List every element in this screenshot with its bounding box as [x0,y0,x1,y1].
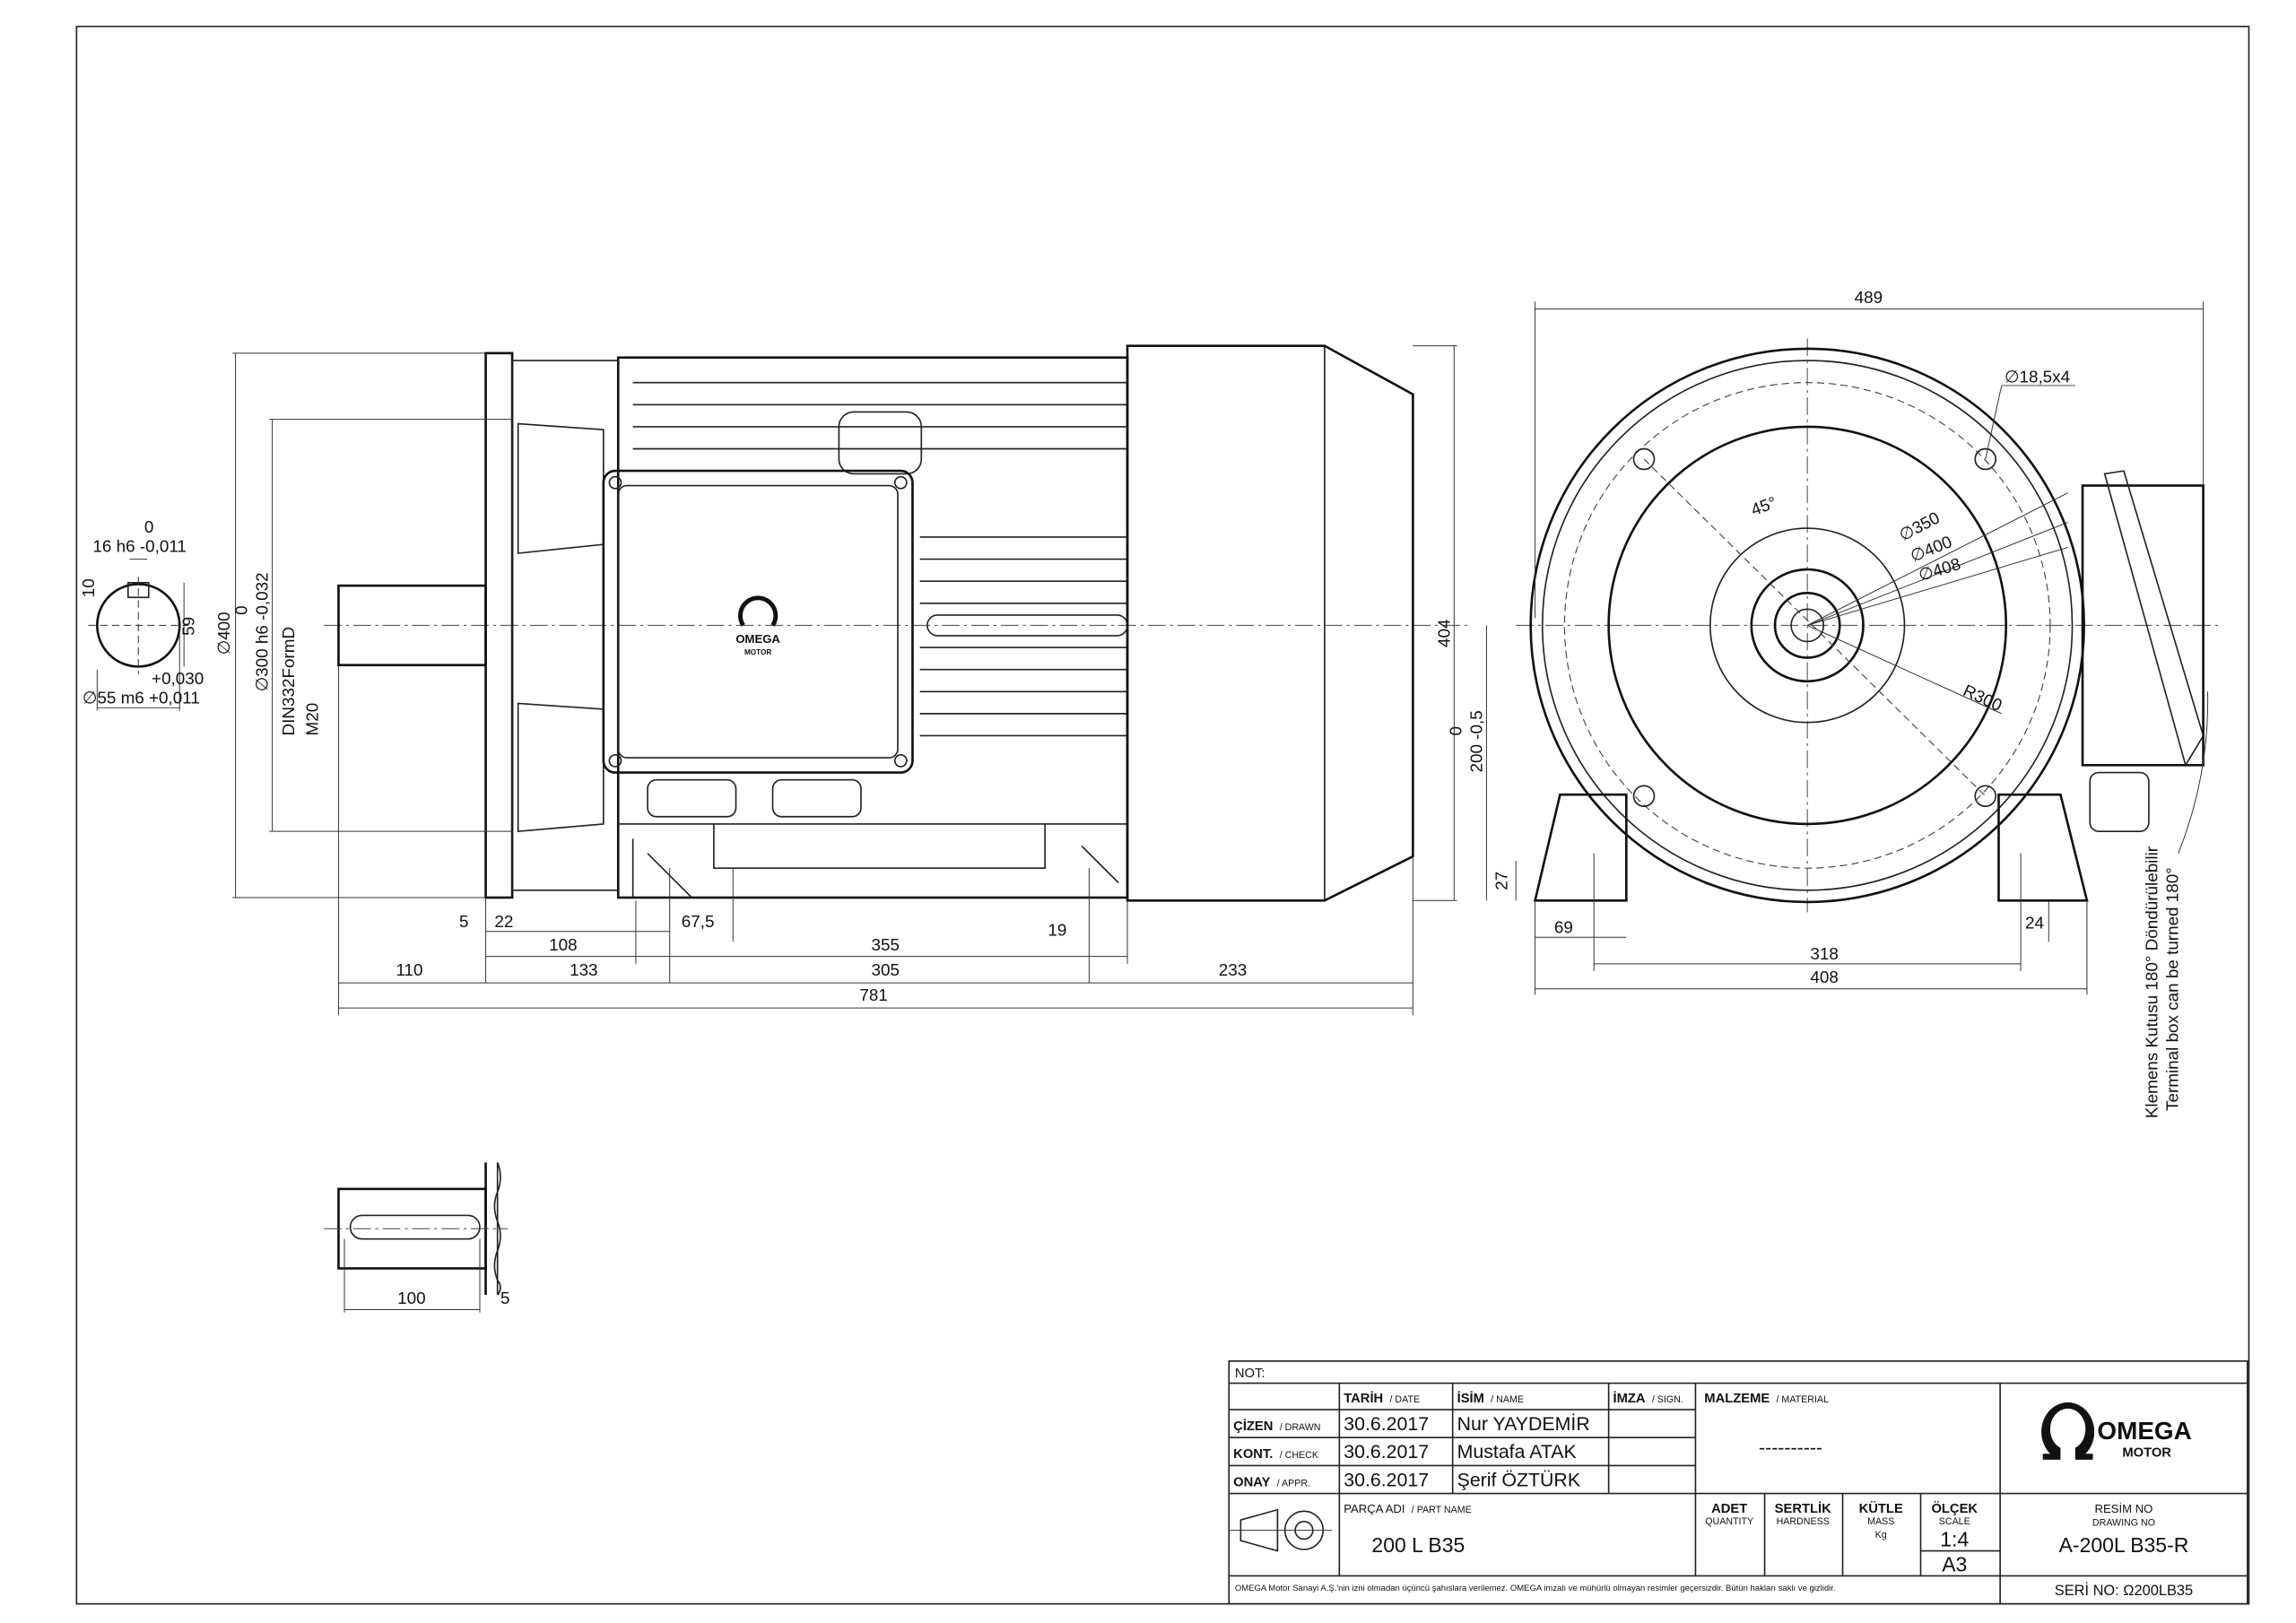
svg-text:SCALE: SCALE [1939,1516,1970,1527]
dim-305: 305 [871,960,899,979]
shaft-height-tol: 0 [1447,726,1465,736]
svg-text:ÖLÇEK: ÖLÇEK [1931,1501,1978,1516]
foot-offset: 24 [2025,913,2044,932]
dim-67-5: 67,5 [682,912,715,931]
note-label: NOT: [1235,1367,1265,1381]
dim-781: 781 [859,985,887,1004]
terminal-box [602,469,914,774]
svg-text:DRAWING NO: DRAWING NO [2092,1518,2155,1529]
bolt-holes: ∅18,5x4 [2005,368,2070,386]
dim-19: 19 [1048,921,1066,940]
key-length: 100 [397,1289,425,1307]
end-width: 489 [1855,288,1883,307]
svg-text:İMZA / SIGN.: İMZA / SIGN. [1613,1381,1683,1408]
svg-text:Kg: Kg [1875,1530,1887,1541]
spigot-diameter: ∅300 h6 -0,032 [253,572,272,691]
omega-logo: OMEGA MOTOR [2041,1402,2192,1461]
motor-end-view: 489 ∅18,5x4 45° ∅350 ∅400 ∅408 R300 69 2… [1516,288,2222,1118]
foot-width: 69 [1554,917,1573,936]
dim-108: 108 [549,935,577,954]
foot-spacing: 318 [1810,944,1838,963]
dim-5: 5 [459,912,469,931]
shaft-key-detail: 100 5 [324,1162,510,1313]
dim-133: 133 [570,960,597,979]
drawing-number: A-200L B35-R [2059,1533,2189,1557]
part-name: 200 L B35 [1371,1533,1465,1557]
dim-110: 110 [396,960,422,979]
omega-logo-small: OMEGA MOTOR [735,595,780,656]
total-height: 404 [1434,620,1453,647]
shaft-offset: 5 [500,1289,510,1307]
material-value: ---------- [1759,1436,1822,1458]
svg-text:30.6.2017: 30.6.2017 [1344,1441,1429,1462]
svg-text:MASS: MASS [1867,1516,1894,1527]
spigot-tol: 0 [232,605,251,615]
svg-text:KONT. / CHECK: KONT. / CHECK [1233,1436,1318,1463]
svg-text:KÜTLE: KÜTLE [1859,1501,1903,1516]
base-width: 408 [1810,968,1838,986]
shaft-tol: +0,030 [152,669,204,688]
svg-text:OMEGA: OMEGA [735,632,780,646]
title-block: NOT: TARİH / DATE İSİM / NAME İMZA / SIG… [1228,1360,2248,1605]
terminal-box-end [2081,484,2205,767]
projection-symbol [1229,1508,1333,1552]
motor-side-view: OMEGA MOTOR ∅400 0 [214,344,1517,1016]
svg-text:ÇİZEN / DRAWN: ÇİZEN / DRAWN [1233,1409,1320,1436]
svg-text:RESİM NO: RESİM NO [2095,1502,2153,1515]
key-width-tol: 0 [144,517,154,536]
dim-233: 233 [1219,960,1247,979]
disclaimer: OMEGA Motor Sanayi A.Ş.'nin izni olmadan… [1235,1584,1836,1593]
svg-text:30.6.2017: 30.6.2017 [1344,1413,1429,1435]
signoff-row: ÇİZEN / DRAWN 30.6.2017 Nur YAYDEMİR [1233,1409,1590,1436]
svg-text:SERTLİK: SERTLİK [1775,1501,1831,1516]
key-depth: 59 [179,617,198,636]
scale-value: 1:4 [1940,1528,1969,1551]
shaft-key-section: 0 16 h6 -0,011 10 59 +0,030 ∅55 m6 +0,01… [79,517,204,711]
svg-text:Nur YAYDEMİR: Nur YAYDEMİR [1457,1413,1590,1435]
svg-text:İSİM / NAME: İSİM / NAME [1457,1381,1524,1408]
flange-diameter: ∅400 [214,612,233,655]
foot-height: 27 [1492,872,1510,890]
svg-text:ONAY / APPR.: ONAY / APPR. [1233,1464,1310,1491]
serial-number: SERİ NO: Ω200LB35 [2055,1582,2193,1599]
paper-size: A3 [1942,1553,1967,1576]
signoff-row: KONT. / CHECK 30.6.2017 Mustafa ATAK [1233,1436,1577,1463]
svg-text:ADET: ADET [1711,1502,1747,1516]
svg-text:HARDNESS: HARDNESS [1777,1516,1830,1527]
key-width: 16 h6 -0,011 [92,536,187,555]
svg-text:MOTOR: MOTOR [744,648,771,656]
dim-22: 22 [494,912,513,931]
svg-text:PARÇA ADI / PART NAME: PARÇA ADI / PART NAME [1344,1491,1471,1518]
svg-text:QUANTITY: QUANTITY [1705,1516,1753,1527]
signoff-row: ONAY / APPR. 30.6.2017 Şerif ÖZTÜRK [1233,1464,1580,1491]
svg-text:Mustafa ATAK: Mustafa ATAK [1457,1441,1577,1462]
terminal-note-en: Terminal box can be turned 180° [2163,867,2182,1111]
svg-text:30.6.2017: 30.6.2017 [1344,1469,1429,1490]
shaft-diameter: ∅55 m6 +0,011 [83,688,200,707]
svg-text:MALZEME / MATERIAL: MALZEME / MATERIAL [1704,1381,1829,1408]
thread: M20 [302,703,321,736]
shaft-height: 200 -0,5 [1467,710,1486,772]
drawing-border [75,25,2250,1605]
svg-text:OMEGA: OMEGA [2097,1417,2191,1445]
svg-text:Şerif ÖZTÜRK: Şerif ÖZTÜRK [1457,1469,1580,1490]
svg-text:MOTOR: MOTOR [2122,1446,2171,1461]
dim-355: 355 [871,935,899,954]
center-hole: DIN332FormD [279,627,298,736]
terminal-note-tr: Klemens Kutusu 180° Döndürülebilir [2143,846,2161,1118]
key-height: 10 [79,578,98,597]
svg-text:TARİH / DATE: TARİH / DATE [1344,1381,1420,1408]
